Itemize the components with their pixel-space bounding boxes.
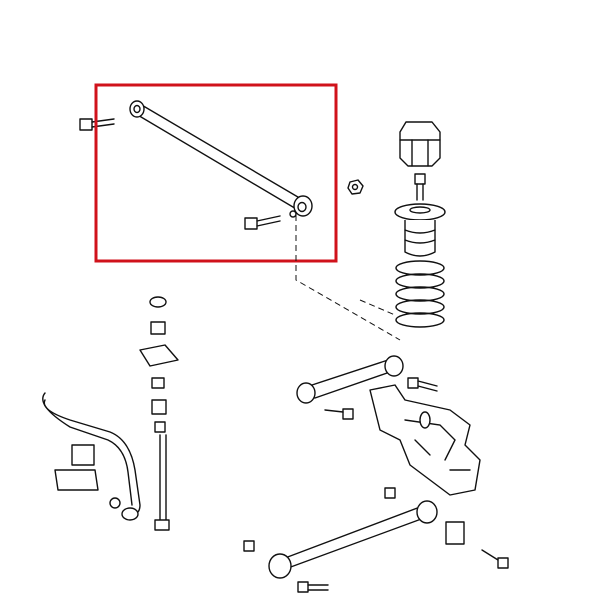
axle-housing xyxy=(369,384,481,496)
highlight-box xyxy=(94,83,338,263)
shock-absorber-stack xyxy=(139,296,179,531)
lower-arm xyxy=(243,487,509,593)
stud-bolt xyxy=(414,173,426,201)
stabilizer-bar xyxy=(42,392,141,521)
bump-stopper xyxy=(399,121,441,167)
nut xyxy=(347,179,364,195)
upper-arm xyxy=(296,355,438,420)
bolt-right xyxy=(244,210,297,230)
coil-spring xyxy=(395,260,445,328)
spring-seat xyxy=(394,203,446,257)
upper-control-arm-rod xyxy=(129,100,313,217)
